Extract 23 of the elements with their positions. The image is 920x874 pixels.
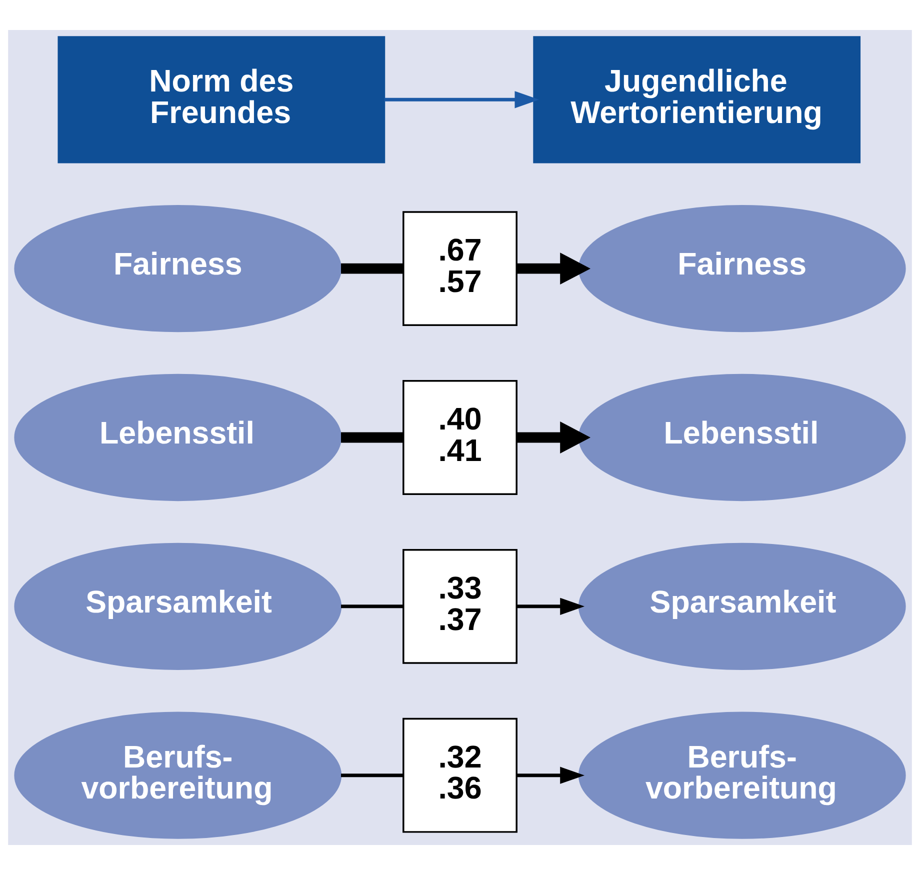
connector bbox=[341, 773, 404, 777]
node-box: .33 .37 bbox=[402, 548, 518, 664]
arrow bbox=[516, 766, 585, 784]
node-ellipse: Lebensstil bbox=[578, 373, 906, 501]
node-ellipse: Berufs- vorbereitung bbox=[14, 711, 342, 838]
node-ellipse: Berufs- vorbereitung bbox=[578, 711, 906, 838]
node-box: Norm des Freundes bbox=[58, 36, 386, 163]
node-box: .32 .36 bbox=[402, 717, 518, 832]
node-box: Jugendliche Wertorientierung bbox=[533, 36, 861, 163]
connector bbox=[341, 604, 404, 608]
connector bbox=[341, 262, 404, 274]
node-box: .67 .57 bbox=[402, 210, 518, 326]
arrow bbox=[384, 90, 540, 108]
node-ellipse: Sparsamkeit bbox=[578, 542, 906, 670]
arrow bbox=[516, 252, 590, 284]
arrow bbox=[516, 421, 590, 453]
node-ellipse: Fairness bbox=[578, 204, 906, 332]
connector bbox=[341, 432, 404, 442]
node-box: .40 .41 bbox=[402, 380, 518, 494]
arrow bbox=[516, 597, 585, 614]
node-ellipse: Fairness bbox=[14, 204, 342, 332]
node-ellipse: Sparsamkeit bbox=[14, 542, 342, 670]
node-ellipse: Lebensstil bbox=[14, 373, 342, 501]
